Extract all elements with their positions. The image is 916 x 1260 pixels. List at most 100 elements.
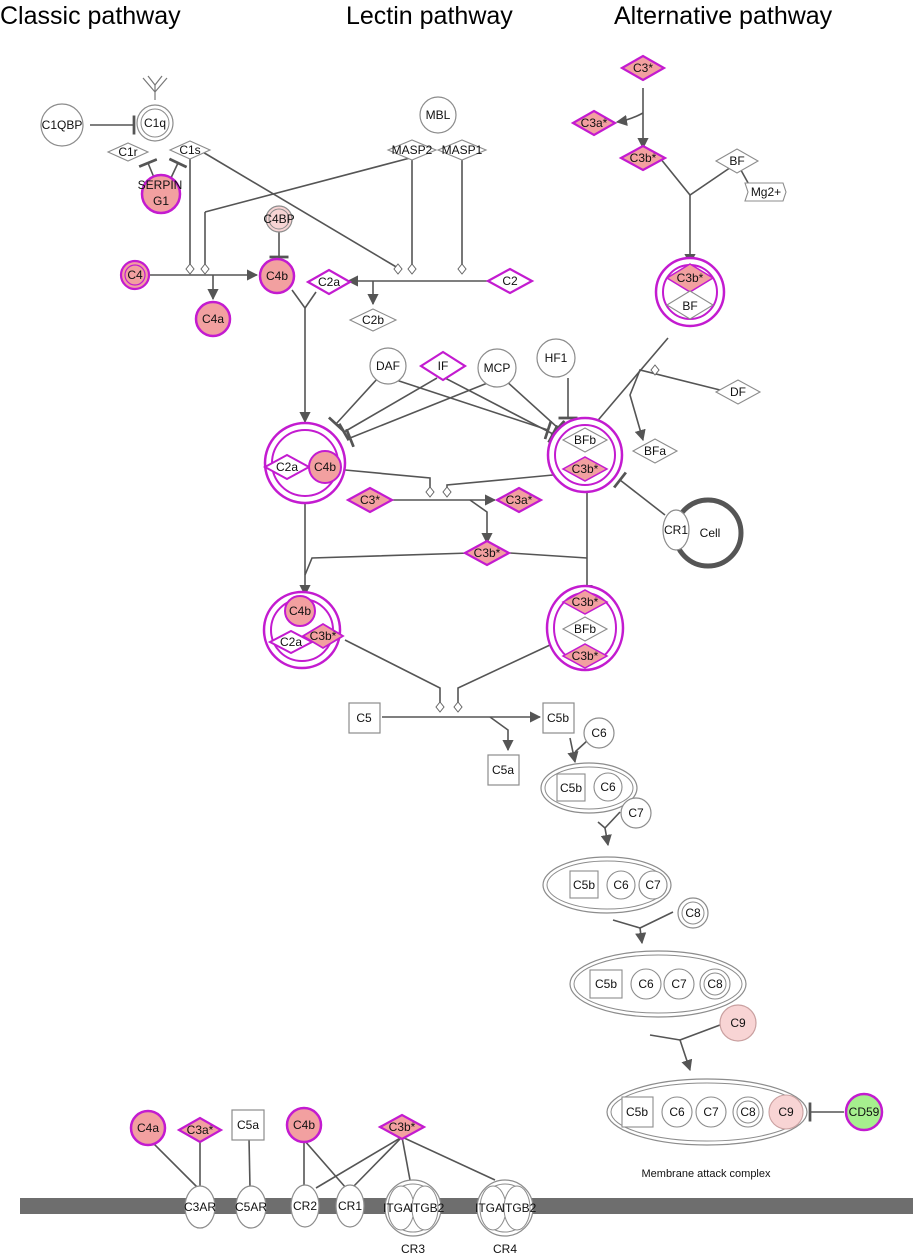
node-c9[interactable]: C9 [719,1004,757,1042]
complex-mac-c6-label: C6 [669,1105,685,1119]
node-c4-label: C4 [127,268,143,282]
node-mbl[interactable]: MBL [419,96,457,134]
node-c1r[interactable]: C1r [106,142,150,162]
receptor-c5ar[interactable]: C5AR [235,1185,267,1229]
node-c1qbp[interactable]: C1QBP [40,103,84,147]
complex-c3b-bb-3b-c3b-top-label: C3b* [572,595,599,609]
node-mg2-label: Mg2+ [751,185,781,199]
complex-c5b67-c5b-label: C5b [573,878,595,892]
node-c3b-mid[interactable]: C3b* [462,539,512,567]
node-c7-label: C7 [628,806,644,820]
node-c4[interactable]: C4 [119,259,151,291]
node-c8-label: C8 [685,906,701,920]
receptor-cr2[interactable]: CR2 [290,1184,320,1228]
node-masp2[interactable]: MASP2 [386,139,438,161]
complex-c5b67[interactable]: C5b C6 C7 [542,856,672,914]
node-c3b-alt[interactable]: C3b* [618,144,668,172]
complex-c3b-bb-3b[interactable]: C3b* BFb C3b* [545,584,625,672]
complex-c5b6-c6-label: C6 [600,780,616,794]
node-c3a-mid[interactable]: C3a* [494,486,544,514]
node-c4b[interactable]: C4b [258,257,296,295]
node-hf1[interactable]: HF1 [536,338,576,378]
node-c3-alt-label: C3* [633,61,653,75]
node-mcp-label: MCP [484,361,511,375]
complex-mac-c7-label: C7 [703,1105,719,1119]
complex-c4b2a3b-c3b-label: C3b* [310,629,337,643]
node-mcp[interactable]: MCP [477,348,517,388]
complex-mac-c8-label: C8 [740,1105,756,1119]
cell-membrane [20,1198,913,1214]
node-c1q-label: C1q [144,116,166,130]
node-serping1[interactable]: SERPIN G1 [138,173,183,215]
node-c4a[interactable]: C4a [194,300,232,338]
complex-c3b-bf[interactable]: C3b* BF [654,256,726,328]
node-daf[interactable]: DAF [369,347,407,385]
receptor-cr1[interactable]: CR1 [335,1184,365,1228]
ligand-c4b-label: C4b [293,1118,315,1132]
ligand-c3a[interactable]: C3a* [176,1116,224,1144]
ligand-c4b[interactable]: C4b [285,1106,323,1144]
node-c4a-label: C4a [202,312,224,326]
ligand-c3b-label: C3b* [389,1120,416,1134]
node-c5b[interactable]: C5b [542,702,575,734]
node-masp1[interactable]: MASP1 [436,139,488,161]
receptor-cr3[interactable]: ITGA ITGB2 CR3 [383,1179,445,1256]
node-if-label: IF [438,359,449,373]
receptor-c3ar-label: C3AR [184,1200,216,1214]
complex-c4b2a-c4b-label: C4b [314,460,336,474]
node-c1r-label: C1r [118,145,137,159]
ligand-c5a[interactable]: C5a [231,1109,265,1141]
node-mg2[interactable]: Mg2+ [744,182,787,202]
node-c1s[interactable]: C1s [168,140,212,160]
node-c6[interactable]: C6 [583,717,615,749]
node-c4bp[interactable]: C4BP [263,205,295,233]
node-bfa[interactable]: BFa [631,438,679,464]
ligand-c3b[interactable]: C3b* [377,1113,427,1141]
node-c3-alt[interactable]: C3* [619,54,667,82]
node-cd59[interactable]: CD59 [844,1092,884,1132]
complex-c3b-bb-bfb-label: BFb [574,433,596,447]
complex-c4b2a3b[interactable]: C4b C2a C3b* [262,590,345,670]
node-cd59-label: CD59 [849,1105,880,1119]
edges [90,88,844,1189]
complex-mac[interactable]: C5b C6 C7 C8 C9 [606,1078,808,1146]
complex-c4b2a3b-c2a-label: C2a [280,635,302,649]
complex-c3b-bf-bf-label: BF [682,299,697,313]
node-c4b-label: C4b [266,269,288,283]
node-cell-label: Cell [700,526,721,540]
node-bf[interactable]: BF [714,148,760,174]
node-c1q[interactable]: C1q [136,104,174,142]
complex-c5b678[interactable]: C5b C6 C7 C8 [569,950,747,1018]
complex-mac-c5b-label: C5b [626,1105,648,1119]
node-c2[interactable]: C2 [485,267,535,295]
node-df[interactable]: DF [714,379,762,405]
ligand-c3a-label: C3a* [187,1123,214,1137]
receptor-cr4[interactable]: ITGA ITGB2 CR4 [475,1179,537,1256]
complex-c5b6[interactable]: C5b C6 [540,762,638,814]
node-c5a[interactable]: C5a [487,754,520,786]
title-classic-pathway: Classic pathway [0,2,181,30]
node-c5[interactable]: C5 [348,702,381,734]
complex-c5b6-c5b-label: C5b [560,781,582,795]
node-c7[interactable]: C7 [620,797,652,829]
complex-c4b2a-c2a-label: C2a [276,460,298,474]
complex-c5b678-c6-label: C6 [638,977,654,991]
node-cr1-label: CR1 [664,523,688,537]
node-c8[interactable]: C8 [677,897,709,929]
ligand-c4a[interactable]: C4a [129,1109,167,1147]
node-c2a[interactable]: C2a [305,268,353,296]
receptor-cr2-label: CR2 [293,1199,317,1213]
receptor-c3ar[interactable]: C3AR [184,1185,216,1229]
node-c3-mid[interactable]: C3* [345,486,395,514]
receptor-cr1-label: CR1 [338,1199,362,1213]
complex-c3b-bb-c3b-label: C3b* [572,462,599,476]
node-c3a-alt[interactable]: C3a* [570,109,618,137]
complex-c3b-bb[interactable]: BFb C3b* [546,416,624,494]
node-c3-mid-label: C3* [360,493,380,507]
node-c2b[interactable]: C2b [348,308,398,332]
node-cr1[interactable]: CR1 [662,509,690,551]
receptor-cr4-itgb2-label: ITGB2 [502,1201,537,1215]
complex-c4b2a[interactable]: C2a C4b [262,421,347,505]
node-if[interactable]: IF [418,350,468,382]
